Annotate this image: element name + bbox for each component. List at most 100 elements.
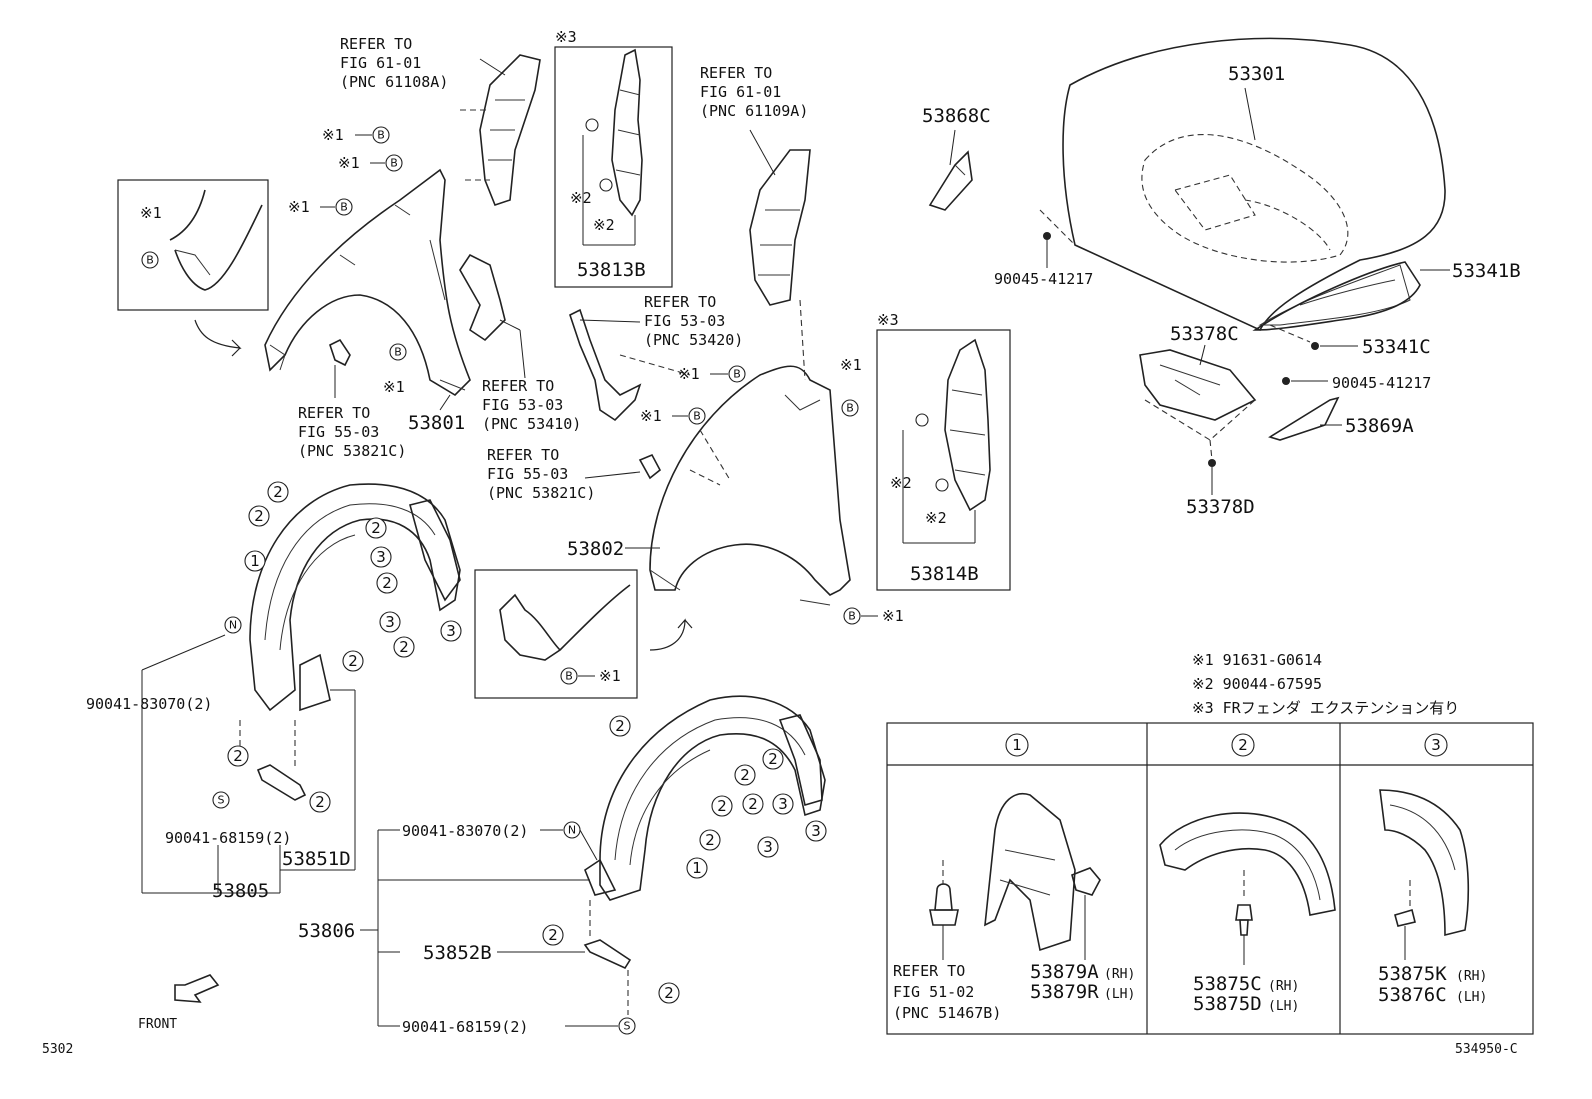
fender-liner-clip-left (329, 338, 351, 367)
svg-text:3: 3 (446, 622, 456, 640)
label-53875D: 53875D (1193, 993, 1262, 1015)
svg-text:2: 2 (371, 519, 381, 537)
marker-S-right: S (618, 1017, 636, 1035)
svg-text:B: B (848, 610, 856, 623)
inset-left-detail (169, 189, 263, 291)
bolt-marker-right-3: ※1 B (840, 356, 862, 417)
svg-text:2: 2 (1238, 736, 1248, 754)
label-53875C-side: (RH) (1268, 979, 1299, 994)
svg-text:1: 1 (250, 552, 260, 570)
label-53852B: 53852B (423, 942, 492, 964)
label-90041-83070-a: 90041-83070(2) (86, 695, 212, 713)
bolt-marker-right-2: ※1 B (640, 407, 706, 425)
fender-liner-clip-right (638, 453, 662, 480)
svg-text:※1: ※1 (338, 154, 360, 172)
detail-1-drawing (929, 793, 1101, 960)
svg-text:2: 2 (254, 507, 264, 525)
label-90041-83070-b: 90041-83070(2) (402, 822, 528, 840)
svg-text:2: 2 (768, 750, 778, 768)
box-53814B (876, 329, 1011, 591)
svg-text:2: 2 (382, 574, 392, 592)
svg-text:1: 1 (692, 859, 702, 877)
svg-text:B: B (146, 254, 154, 267)
label-53341C: 53341C (1362, 336, 1431, 358)
label-90045-41217-b: 90045-41217 (1332, 374, 1431, 392)
svg-text:2: 2 (748, 795, 758, 813)
svg-text:(PNC 51467B): (PNC 51467B) (893, 1004, 1001, 1022)
refer-53410: REFER TO FIG 53-03 (PNC 53410) (482, 377, 581, 433)
bolt-53378D (1208, 459, 1216, 467)
bolt-marker-inset-right: B ※1 (560, 667, 621, 685)
mark-x2-53813B-b: ※2 (593, 216, 615, 234)
svg-text:※1: ※1 (840, 356, 862, 374)
label-53879A: 53879A (1030, 961, 1099, 983)
mark-x3-53813B: ※3 (555, 28, 577, 46)
detail-header-3: 3 (1424, 733, 1448, 757)
label-53851D: 53851D (282, 848, 351, 870)
hood-cushion-53869A (1268, 396, 1340, 441)
label-53868C: 53868C (922, 105, 991, 127)
svg-text:REFER TO: REFER TO (340, 35, 412, 53)
svg-text:FIG 53-03: FIG 53-03 (482, 396, 563, 414)
svg-text:REFER TO: REFER TO (644, 293, 716, 311)
label-53875D-side: (LH) (1268, 999, 1299, 1014)
label-53378D: 53378D (1186, 496, 1255, 518)
mark-x2-53813B-a: ※2 (570, 189, 592, 207)
bolt-marker-left-3: ※1 B (288, 198, 353, 216)
svg-text:※1: ※1 (140, 204, 162, 222)
label-53876C: 53876C (1378, 984, 1447, 1006)
hood-lock-support-53378C (1139, 349, 1257, 441)
inset-right-arrow (649, 618, 693, 651)
liner-extension-53851D (256, 764, 307, 801)
label-53814B: 53814B (910, 563, 979, 585)
label-90045-41217-a: 90045-41217 (994, 270, 1093, 288)
svg-text:REFER TO: REFER TO (298, 404, 370, 422)
clip-x2-d (935, 478, 949, 492)
clip-x2-c (915, 413, 929, 427)
refer-53420: REFER TO FIG 53-03 (PNC 53420) (644, 293, 743, 349)
label-53875K: 53875K (1378, 963, 1447, 985)
box-53813B (554, 46, 673, 288)
inset-box-left (117, 179, 269, 311)
front-label: FRONT (138, 1017, 177, 1032)
detail-3-drawing (1379, 789, 1470, 960)
hood-insulator-53341B (1252, 261, 1421, 331)
figure-code: 534950-C (1455, 1042, 1518, 1057)
svg-text:2: 2 (740, 766, 750, 784)
refer-61109A: REFER TO FIG 61-01 (PNC 61109A) (700, 64, 808, 120)
label-53879A-side: (RH) (1104, 967, 1135, 982)
mark-x3-53814B: ※3 (877, 311, 899, 329)
bolt-marker-inset-left: ※1 B (140, 204, 162, 269)
clip-53341C (1311, 342, 1319, 350)
fender-apron-bracket-right (749, 149, 811, 306)
bolt-marker-left-1: ※1 B (322, 126, 390, 144)
svg-text:B: B (846, 402, 854, 415)
svg-text:(PNC 61108A): (PNC 61108A) (340, 73, 448, 91)
mark-x2-53814B-a: ※2 (890, 474, 912, 492)
hood-hinge-53410 (459, 253, 506, 342)
svg-text:B: B (377, 129, 385, 142)
bolt-marker-right-1: ※1 B (678, 365, 746, 383)
mark-x2-53814B-b: ※2 (925, 509, 947, 527)
label-53875K-side: (RH) (1456, 969, 1487, 984)
svg-text:(PNC 53821C): (PNC 53821C) (487, 484, 595, 502)
label-90041-68159-b: 90041-68159(2) (402, 1018, 528, 1036)
refer-53821C-right: REFER TO FIG 55-03 (PNC 53821C) (487, 446, 595, 502)
bolt-90045-41217-b (1282, 377, 1290, 385)
svg-text:(PNC 61109A): (PNC 61109A) (700, 102, 808, 120)
fender-apron-bracket-left (479, 54, 541, 206)
svg-text:B: B (340, 201, 348, 214)
svg-text:FIG 51-02: FIG 51-02 (893, 983, 974, 1001)
svg-text:FIG 61-01: FIG 61-01 (340, 54, 421, 72)
svg-text:2: 2 (399, 638, 409, 656)
svg-text:S: S (624, 1020, 631, 1033)
svg-text:REFER TO: REFER TO (482, 377, 554, 395)
hood-hinge-53420 (569, 308, 642, 422)
circled-numbers-left-liner: 2 2 1 2 3 2 3 3 2 2 2 2 (227, 481, 462, 813)
svg-text:3: 3 (376, 548, 386, 566)
svg-text:2: 2 (233, 747, 243, 765)
svg-text:※1: ※1 (678, 365, 700, 383)
svg-text:2: 2 (548, 926, 558, 944)
svg-text:REFER TO: REFER TO (893, 962, 965, 980)
hood-53301 (1062, 37, 1446, 332)
